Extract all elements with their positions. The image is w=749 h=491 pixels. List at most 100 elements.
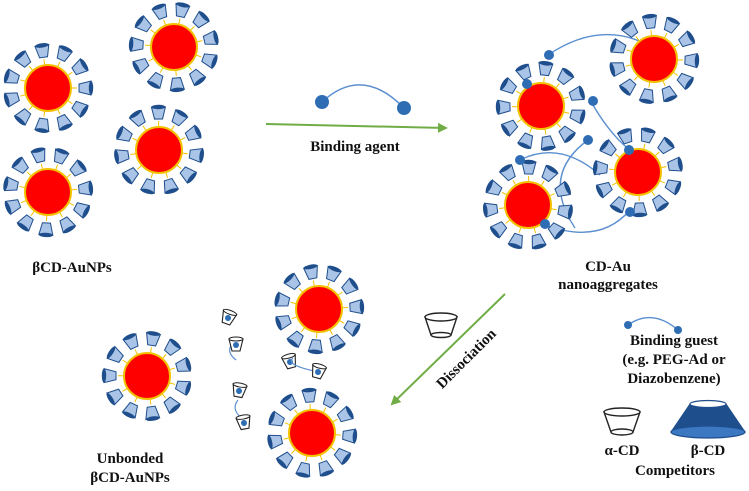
guest-bead [540, 219, 550, 229]
cyclodextrin-cup-icon [267, 434, 284, 450]
legend-binding-guest-icon [624, 317, 682, 334]
cyclodextrin-cup-icon [556, 67, 575, 86]
cyclodextrin-cup-icon [175, 2, 191, 19]
cyclodextrin-cup-icon [69, 159, 87, 177]
cyclodextrin-cup-icon [146, 71, 164, 89]
cyclodextrin-cup-icon [106, 345, 124, 363]
cyclodextrin-cup-icon [163, 396, 182, 415]
cyclodextrin-cup-icon [322, 391, 340, 409]
free-alpha-cd-icon [228, 336, 244, 352]
cyclodextrin-cup-icon [498, 163, 516, 182]
cyclodextrin-cup-icon [56, 113, 74, 131]
cyclodextrin-cup-icon [558, 125, 577, 144]
binding-guest-label-line3: Diazobenzene) [627, 371, 721, 387]
legend-beta-cd-icon [670, 399, 746, 439]
cyclodextrin-cup-icon [134, 15, 153, 33]
cyclodextrin-cup-icon [114, 149, 130, 165]
cyclodextrin-cup-icon [599, 138, 617, 157]
cyclodextrin-cup-icon [279, 393, 298, 412]
cd-au-label-line2: nanoaggregates [558, 277, 658, 293]
cyclodextrin-cup-icon [667, 156, 683, 172]
cyclodextrin-cup-icon [336, 405, 354, 423]
cyclodextrin-cup-icon [275, 315, 292, 331]
cyclodextrin-cup-icon [145, 331, 162, 347]
cyclodextrin-cup-icon [192, 10, 210, 29]
bcd-aunps-label: βCD-AuNPs [32, 260, 112, 276]
cyclodextrin-cup-icon [500, 119, 519, 137]
binding-agent-guest-icon [315, 84, 411, 115]
cyclodextrin-cup-icon [554, 180, 571, 197]
gold-nanoparticle [114, 104, 205, 195]
cyclodextrin-cup-icon [13, 108, 32, 126]
cyclodextrin-cup-icon [609, 196, 627, 214]
beta-cd-label: β-CD [690, 443, 726, 459]
cyclodextrin-cup-icon [171, 109, 189, 127]
gold-nanoparticle [482, 159, 573, 250]
cyclodextrin-cup-icon [34, 117, 50, 133]
gold-nanoparticle [592, 127, 683, 218]
free-alpha-cd-icon [221, 308, 238, 326]
cyclodextrin-cup-icon [307, 339, 323, 355]
gold-nanoparticle [3, 43, 94, 133]
unbonded-label-line1: Unbonded [96, 451, 164, 467]
cyclodextrin-cup-icon [3, 176, 19, 192]
cyclodextrin-cup-icon [684, 52, 700, 69]
cyclodextrin-cup-icon [3, 92, 20, 108]
cyclodextrin-cup-icon [620, 20, 639, 38]
cyclodextrin-cup-icon [175, 356, 192, 372]
cyclodextrin-cup-icon [77, 180, 94, 196]
cyclodextrin-cup-icon [641, 127, 656, 144]
cyclodextrin-cup-icon [16, 214, 34, 232]
cyclodextrin-cup-icon [286, 330, 304, 349]
guest-bead [624, 145, 634, 155]
cyclodextrin-cup-icon [485, 179, 503, 196]
cyclodextrin-cup-icon [678, 30, 696, 48]
cyclodextrin-cup-icon [595, 181, 613, 199]
cyclodextrin-cup-icon [661, 85, 678, 103]
cyclodextrin-cup-icon [121, 401, 139, 419]
cyclodextrin-cup-icon [329, 333, 347, 352]
unbonded-label-line2: βCD-AuNPs [90, 470, 170, 486]
cyclodextrin-cup-icon [53, 148, 70, 165]
cyclodextrin-cup-icon [592, 160, 609, 176]
cyclodextrin-cup-icon [514, 63, 532, 81]
cyclodextrin-cup-icon [34, 43, 50, 59]
cyclodextrin-cup-icon [538, 60, 554, 77]
cyclodextrin-cup-icon [139, 178, 156, 195]
cyclodextrin-cup-icon [657, 136, 675, 155]
cyclodextrin-cup-icon [333, 447, 352, 466]
cyclodextrin-cup-icon [4, 199, 22, 216]
cyclodextrin-cup-icon [489, 221, 508, 239]
free-complexes [221, 308, 328, 431]
cyclodextrin-cup-icon [302, 264, 318, 280]
cyclodextrin-cup-icon [651, 194, 670, 212]
gold-nanoparticle [495, 60, 586, 151]
cyclodextrin-cup-icon [3, 68, 20, 84]
cyclodextrin-cup-icon [106, 388, 124, 406]
free-alpha-cd-icon [280, 353, 296, 370]
cyclodextrin-cup-icon [274, 291, 291, 307]
binding-guest-label-line1: Binding guest [630, 333, 718, 349]
free-alpha-cd-icon [232, 382, 248, 399]
cyclodextrin-cup-icon [179, 166, 198, 184]
guest-bead [515, 155, 525, 165]
cyclodextrin-cup-icon [145, 405, 161, 421]
cyclodextrin-cup-icon [638, 88, 654, 104]
cyclodextrin-cup-icon [163, 177, 180, 195]
cyclodextrin-cup-icon [56, 45, 74, 63]
cyclodextrin-cup-icon [295, 461, 311, 478]
binding-agent-label: Binding agent [310, 139, 400, 155]
cyclodextrin-cup-icon [174, 380, 192, 396]
free-alpha-cd-icon [312, 363, 328, 380]
cyclodextrin-cup-icon [547, 222, 566, 240]
cyclodextrin-cup-icon [318, 460, 335, 477]
cyclodextrin-cup-icon [507, 232, 523, 249]
cyclodextrin-cup-icon [150, 104, 167, 120]
cd-au-label-line1: CD-Au [585, 259, 631, 275]
free-alpha-cd-icon [235, 414, 251, 431]
cyclodextrin-cup-icon [38, 222, 54, 238]
cyclodextrin-cup-icon [641, 13, 657, 30]
guest-bead [588, 96, 598, 106]
cyclodextrin-cup-icon [342, 428, 358, 444]
